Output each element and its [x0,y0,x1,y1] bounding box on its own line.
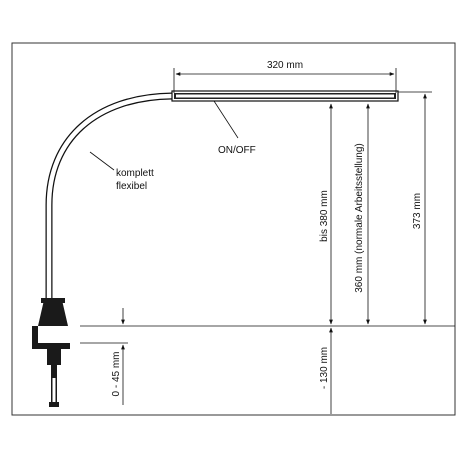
height-380-label: bis 380 mm [319,190,330,242]
gooseneck-arm [45,92,176,304]
diagram-frame [11,42,456,416]
below-table-label: - 130 mm [319,347,330,389]
clamp-range-dimension [80,308,128,405]
height-373-dimension [398,91,432,325]
clamp-range-label: 0 - 45 mm [111,351,122,396]
lamp-base [38,300,68,326]
width-label: 320 mm [267,60,303,71]
table-clamp [32,326,70,407]
flexible-label-line1: komplett [116,168,154,179]
flexible-leader [89,151,115,171]
lamp-head [171,90,399,102]
flexible-label-line2: flexibel [116,181,147,192]
height-373-label: 373 mm [412,193,423,229]
height-360-label: 360 mm (normale Arbeitsstellung) [354,143,365,293]
width-dimension [173,68,397,93]
on-off-label: ON/OFF [218,145,256,156]
on-off-leader [213,100,239,139]
